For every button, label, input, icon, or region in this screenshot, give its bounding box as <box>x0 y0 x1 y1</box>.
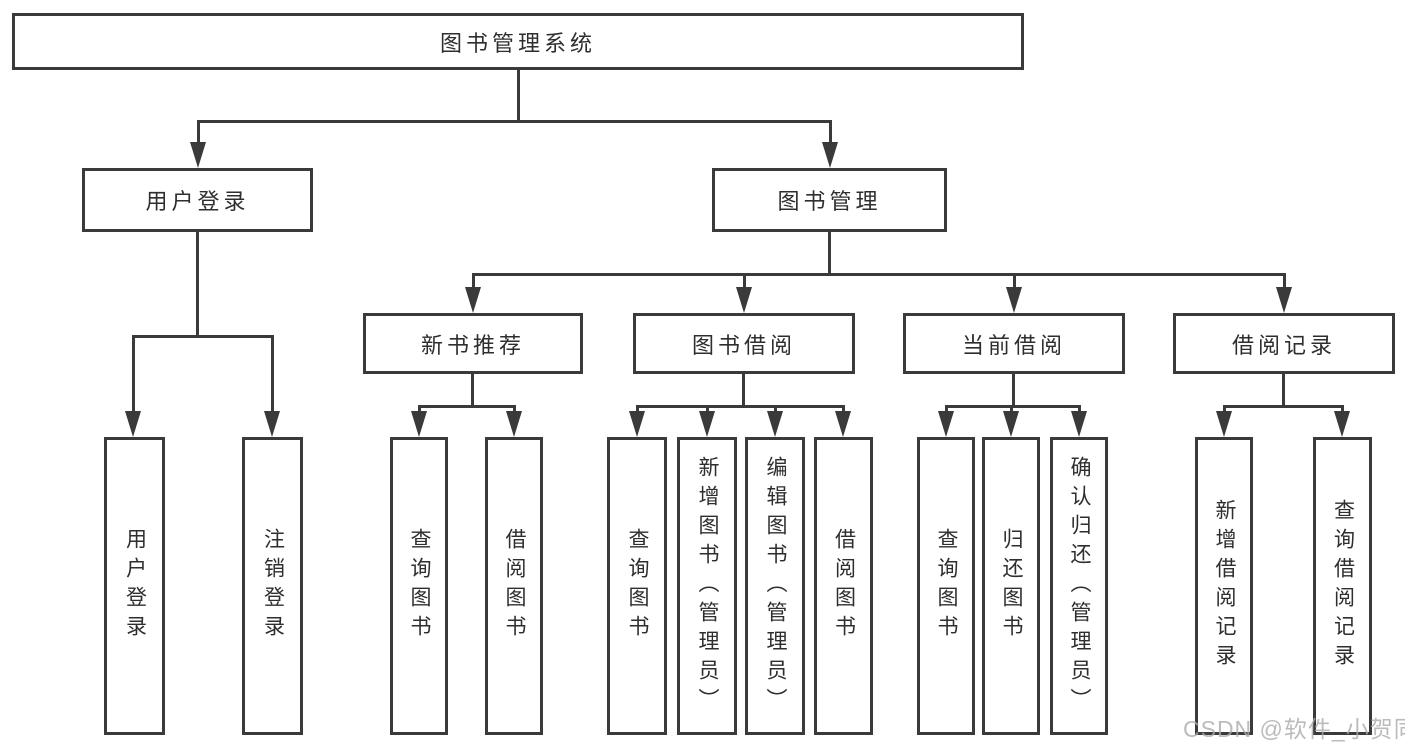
leaf-label: 编辑图书（管理员） <box>764 455 787 717</box>
node-library-management-system: 图书管理系统 <box>12 13 1024 70</box>
arrow-to-logout-leaf <box>270 335 274 411</box>
node-return-books: 归还图书 <box>982 437 1040 735</box>
arrow-to-current-borrow <box>1012 273 1016 287</box>
leaf-label: 查询图书 <box>626 528 649 644</box>
connector-mgmt-stem <box>828 232 831 276</box>
arrow-to-add-record <box>1222 405 1226 411</box>
connector-login-stem <box>196 232 199 338</box>
leaf-label: 查询图书 <box>408 528 431 644</box>
node-query-books: 查询图书 <box>390 437 448 735</box>
leaf-label: 查询图书 <box>935 528 958 644</box>
arrow-to-confirm-return <box>1077 405 1081 411</box>
leaf-label: 借阅图书 <box>503 528 526 644</box>
arrow-to-user-login <box>196 120 200 142</box>
leaf-label: 借阅图书 <box>832 528 856 644</box>
node-query-books: 查询图书 <box>607 437 667 735</box>
connector-root-rail <box>197 120 832 123</box>
node-user-login: 用户登录 <box>82 168 313 232</box>
connector-borrow-rail <box>636 405 845 408</box>
connector-current-rail <box>945 405 1081 408</box>
node-user-login-leaf: 用户登录 <box>104 437 165 735</box>
arrow-to-borrow-records <box>1282 273 1286 287</box>
node-borrow-books: 借阅图书 <box>485 437 543 735</box>
node-query-borrow-record: 查询借阅记录 <box>1313 437 1372 735</box>
leaf-label: 归还图书 <box>1000 528 1023 644</box>
node-confirm-return-admin: 确认归还（管理员） <box>1050 437 1108 735</box>
arrow-to-query-books <box>944 405 948 411</box>
leaf-label: 查询借阅记录 <box>1331 499 1355 673</box>
node-add-books-admin: 新增图书（管理员） <box>677 437 737 735</box>
connector-login-rail <box>132 335 274 338</box>
arrow-to-new-book-recommend <box>471 273 475 287</box>
connector-root-stem <box>517 70 520 123</box>
arrow-to-borrow-books <box>841 405 845 411</box>
leaf-label: 新增借阅记录 <box>1213 499 1236 673</box>
connector-mgmt-rail <box>472 273 1285 276</box>
connector-borrow-stem <box>742 374 745 408</box>
csdn-watermark: CSDN @软件_小贺同学 <box>1183 716 1405 742</box>
leaf-label: 用户登录 <box>123 528 147 644</box>
arrow-to-query-books <box>635 405 639 411</box>
node-new-book-recommend: 新书推荐 <box>363 313 583 374</box>
leaf-label: 确认归还（管理员） <box>1068 455 1091 717</box>
arrow-to-query-books <box>417 405 421 411</box>
arrow-to-login-leaf <box>131 335 135 411</box>
leaf-label: 注销登录 <box>261 528 285 644</box>
arrow-to-query-record <box>1340 405 1344 411</box>
node-logout-leaf: 注销登录 <box>242 437 303 735</box>
arrow-to-edit-books <box>773 405 777 411</box>
node-add-borrow-record: 新增借阅记录 <box>1195 437 1253 735</box>
connector-records-rail <box>1223 405 1344 408</box>
arrow-to-book-borrow <box>742 273 746 287</box>
arrow-to-book-management <box>828 120 832 142</box>
node-borrow-books: 借阅图书 <box>814 437 873 735</box>
connector-recommend-stem <box>471 374 474 408</box>
node-current-borrow: 当前借阅 <box>903 313 1125 374</box>
connector-records-stem <box>1282 374 1285 408</box>
arrow-to-return-books <box>1009 405 1013 411</box>
leaf-label: 新增图书（管理员） <box>696 455 719 717</box>
connector-current-stem <box>1012 374 1015 408</box>
arrow-to-add-books <box>705 405 709 411</box>
node-book-borrow: 图书借阅 <box>633 313 855 374</box>
arrow-to-borrow-books <box>512 405 516 411</box>
node-query-books: 查询图书 <box>917 437 975 735</box>
node-edit-books-admin: 编辑图书（管理员） <box>745 437 805 735</box>
node-borrow-records: 借阅记录 <box>1173 313 1395 374</box>
connector-recommend-rail <box>418 405 516 408</box>
node-book-management: 图书管理 <box>712 168 947 232</box>
